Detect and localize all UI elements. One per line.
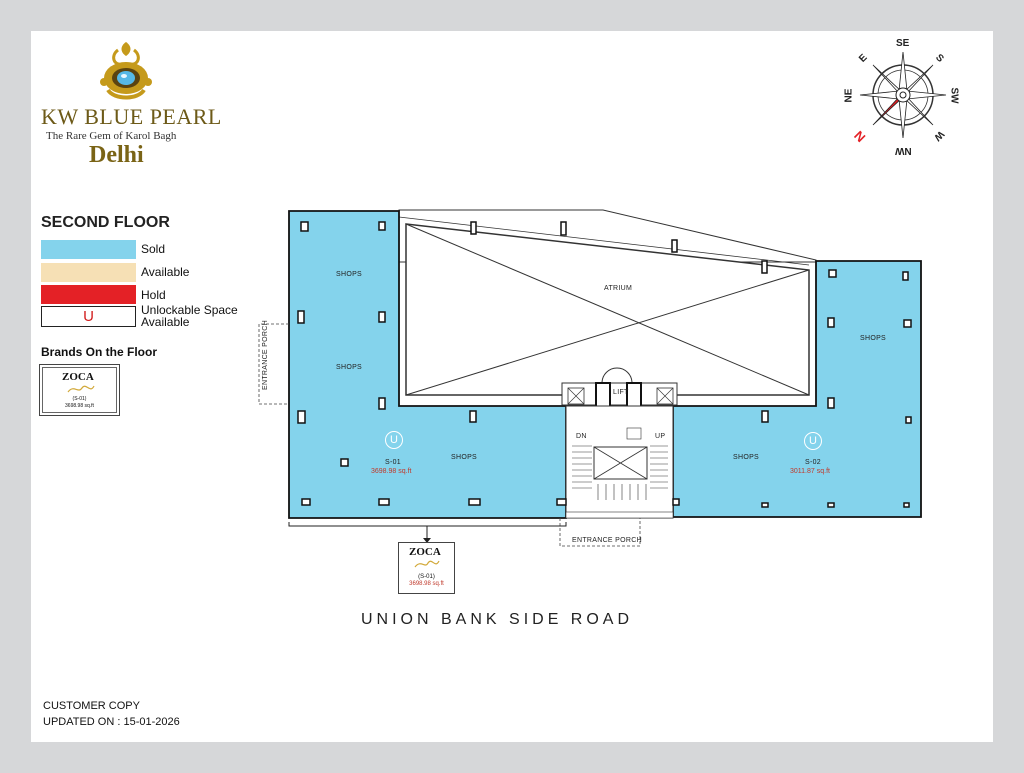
unlockable-icon-s02: U bbox=[804, 432, 822, 450]
brand-name: ZOCA bbox=[409, 546, 441, 558]
brand-area: 3698.98 sq.ft bbox=[409, 581, 444, 587]
floor-title: SECOND FLOOR bbox=[41, 214, 170, 231]
stair-down-label: DN bbox=[576, 433, 587, 440]
entrance-porch-bottom bbox=[559, 518, 641, 547]
brand-signature-icon bbox=[414, 560, 440, 568]
unit-s01-id: S-01 bbox=[385, 459, 401, 466]
logo-city: Delhi bbox=[89, 142, 144, 168]
legend-swatch-unlockable: U bbox=[41, 306, 136, 327]
entrance-porch-left-label: ENTRANCE PORCH bbox=[262, 320, 269, 390]
compass-rose-icon bbox=[859, 51, 947, 139]
unit-s02-area: 3011.87 sq.ft bbox=[790, 468, 830, 475]
columns bbox=[297, 221, 912, 508]
legend-swatch-sold bbox=[41, 240, 136, 259]
logo-tagline: The Rare Gem of Karol Bagh bbox=[46, 130, 177, 142]
brand-unit: (S-01) bbox=[418, 574, 435, 580]
entrance-porch-bottom-label: ENTRANCE PORCH bbox=[572, 537, 642, 544]
brand-pointer-bracket bbox=[288, 522, 567, 527]
unit-s01-area: 3698.98 sq.ft bbox=[371, 468, 412, 475]
brand-area: 3698.98 sq.ft bbox=[65, 403, 94, 409]
brand-pointer-arrow bbox=[423, 538, 431, 543]
brand-card-legend[interactable]: ZOCA (S-01) 3698.98 sq.ft bbox=[39, 364, 120, 416]
stair-landing bbox=[565, 511, 674, 519]
shops-label-s01-bottom: SHOPS bbox=[451, 454, 478, 461]
legend-swatch-hold bbox=[41, 285, 136, 304]
legend-label-sold: Sold bbox=[141, 242, 166, 256]
compass-label-se: SE bbox=[896, 38, 910, 49]
atrium-cross-2 bbox=[405, 269, 810, 396]
brand-name: ZOCA bbox=[62, 371, 94, 383]
lift-car-1 bbox=[595, 382, 611, 410]
atrium-railing bbox=[398, 216, 810, 266]
logo-name: KW BLUE PEARL bbox=[41, 104, 222, 129]
lift-label: LIFT bbox=[613, 389, 629, 396]
road-label: UNION BANK SIDE ROAD bbox=[361, 611, 634, 628]
legend-label-unlockable: Unlockable Space Available bbox=[141, 303, 238, 329]
brand-card-plan[interactable]: ZOCA (S-01) 3698.98 sq.ft bbox=[398, 542, 455, 594]
legend-swatch-available bbox=[41, 263, 136, 282]
stair-up-label: UP bbox=[655, 433, 666, 440]
lift-car-2 bbox=[626, 382, 642, 410]
shops-label-s01-mid: SHOPS bbox=[336, 364, 363, 371]
shops-label-s02-top: SHOPS bbox=[860, 335, 887, 342]
pearl-emblem-icon bbox=[100, 42, 152, 100]
shops-label-s01-top: SHOPS bbox=[336, 271, 363, 278]
brand-unit: (S-01) bbox=[72, 396, 87, 402]
brands-title: Brands On the Floor bbox=[41, 345, 158, 359]
fire-panel bbox=[626, 427, 642, 440]
legend-label-hold: Hold bbox=[141, 288, 166, 302]
stair-treads bbox=[572, 445, 668, 500]
atrium-cross-1 bbox=[405, 223, 810, 396]
customer-copy-label: CUSTOMER COPY bbox=[43, 700, 140, 712]
lift-lobby-arc bbox=[601, 367, 633, 384]
brand-signature-icon bbox=[67, 385, 95, 393]
updated-on-label: UPDATED ON : 15-01-2026 bbox=[43, 716, 180, 728]
shops-label-s02-bottom: SHOPS bbox=[733, 454, 760, 461]
atrium-label: ATRIUM bbox=[604, 285, 633, 292]
legend-label-available: Available bbox=[141, 265, 190, 279]
unit-s02-id: S-02 bbox=[805, 459, 821, 466]
unlockable-icon-s01: U bbox=[385, 431, 403, 449]
entrance-porch-left bbox=[258, 323, 289, 405]
